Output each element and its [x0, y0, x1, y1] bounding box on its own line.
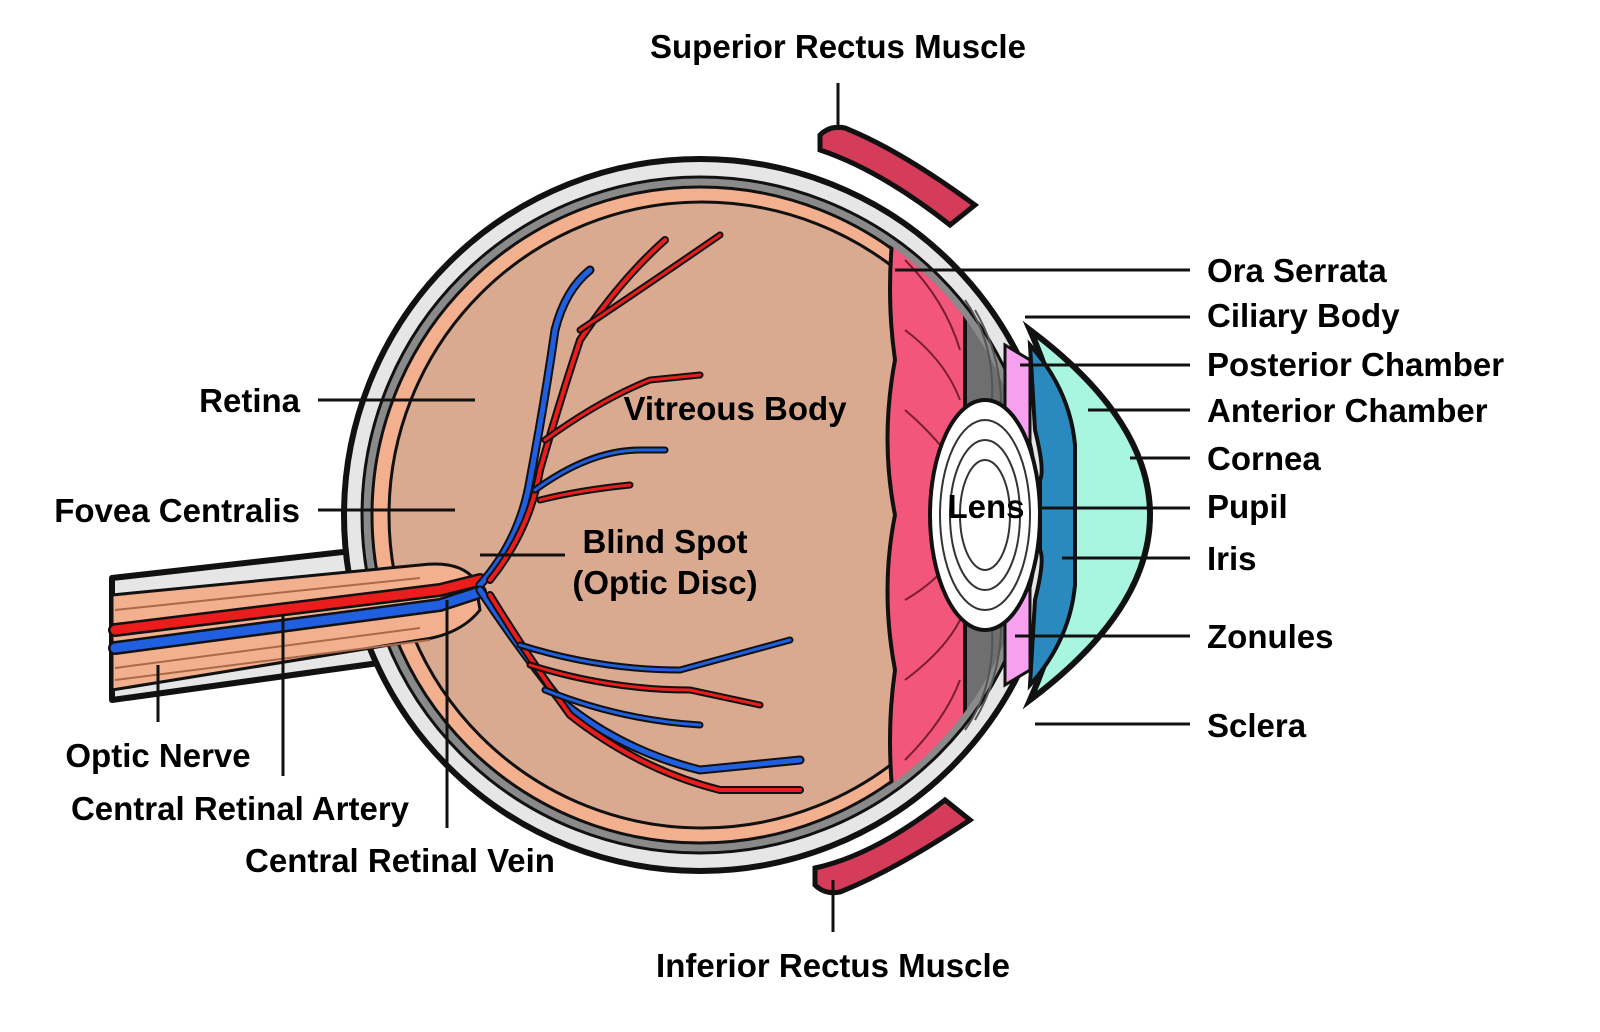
label-posterior-chamber: Posterior Chamber [1207, 346, 1504, 383]
label-optic-nerve: Optic Nerve [65, 737, 250, 774]
retinal-vessels [475, 231, 724, 590]
label-central-retinal-artery: Central Retinal Artery [71, 790, 410, 827]
label-inferior-rectus-muscle: Inferior Rectus Muscle [656, 947, 1010, 984]
label-zonules: Zonules [1207, 618, 1334, 655]
iris [1027, 339, 1077, 691]
leader-lines [156, 83, 1190, 932]
label-vitreous-body: Vitreous Body [623, 390, 847, 427]
label-retina: Retina [199, 382, 301, 419]
label-blind-spot: Blind Spot [583, 523, 748, 560]
label-superior-rectus-muscle: Superior Rectus Muscle [650, 28, 1026, 65]
label-sclera: Sclera [1207, 707, 1307, 744]
label-lens: Lens [947, 488, 1024, 525]
ciliary-muscle [885, 213, 967, 817]
label-anterior-chamber: Anterior Chamber [1207, 392, 1488, 429]
label-central-retinal-vein: Central Retinal Vein [245, 842, 555, 879]
label-pupil: Pupil [1207, 488, 1288, 525]
label-fovea-centralis: Fovea Centralis [54, 492, 300, 529]
label-iris: Iris [1207, 540, 1257, 577]
lens [928, 398, 1042, 632]
label-ciliary-body: Ciliary Body [1207, 297, 1400, 334]
label-ora-serrata: Ora Serrata [1207, 252, 1387, 289]
label-cornea: Cornea [1207, 440, 1321, 477]
label-optic-disc: (Optic Disc) [572, 564, 757, 601]
